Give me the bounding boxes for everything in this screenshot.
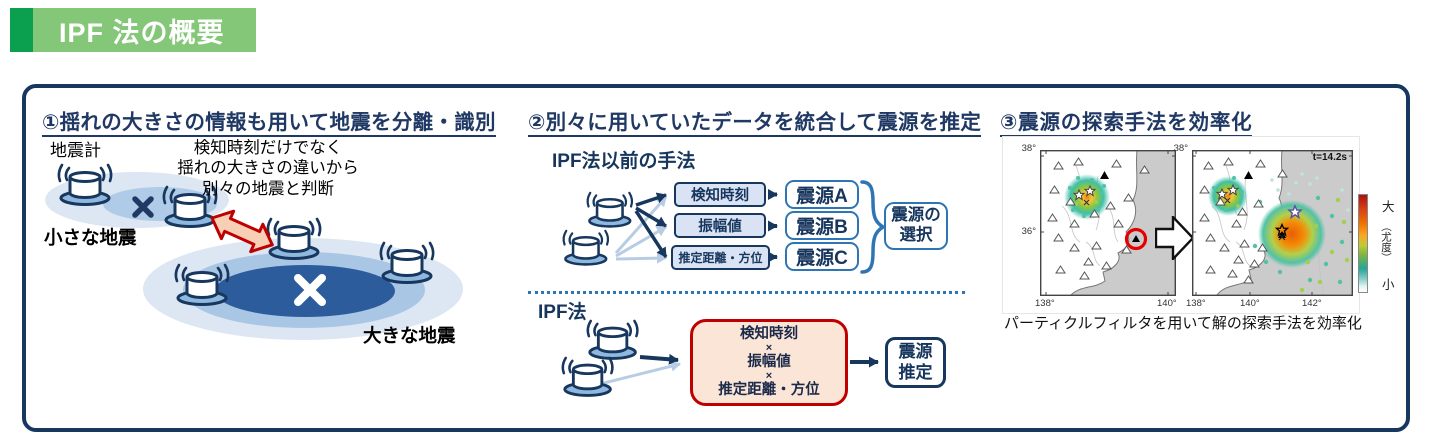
light-arrow (615, 252, 667, 264)
section2-heading: ②別々に用いていたデータを統合して震源を推定 (528, 105, 982, 137)
lon-label: 142° (1302, 298, 1322, 309)
navy-arrow (635, 206, 667, 228)
seismometer-icon (586, 191, 634, 228)
legacy-method-title: IPF法以前の手法 (552, 151, 696, 172)
lat-label: 36° (1021, 226, 1036, 237)
epicenter-x-mark (1224, 197, 1231, 204)
ipf-combined-box: 検知時刻 × 振幅値 × 推定距離・方位 (690, 319, 848, 406)
filled-station-triangle (1132, 235, 1140, 242)
ipf-method-title: IPF法 (538, 302, 587, 323)
particle-dots (1068, 176, 1106, 218)
navy-arrow (635, 192, 667, 207)
transition-arrow (1155, 216, 1195, 260)
colorbar-mid-label: （尤度） (1380, 221, 1392, 263)
particle-cluster (1064, 174, 1110, 220)
selection-box: 震源の 選択 (884, 202, 948, 250)
lat-label: 38° (1021, 143, 1036, 154)
seismometer-icon (561, 356, 614, 397)
epicenter-x-mark (1278, 233, 1286, 241)
large-quake-label: 大きな地震 (363, 325, 456, 346)
small-quake-epicenter-x (132, 196, 154, 218)
compare-double-arrow (210, 209, 274, 254)
input-box-detection-time: 検知時刻 (674, 182, 766, 207)
light-arrow (615, 225, 667, 258)
page-title: IPF 法の概要 (59, 17, 225, 48)
lon-label: 138° (1035, 298, 1055, 309)
selection-bracket (860, 180, 887, 274)
section2-divider (528, 291, 965, 294)
lon-label: 140° (1157, 298, 1177, 309)
section1-illustration (45, 163, 463, 340)
epicenter-x-mark (1083, 199, 1090, 206)
lon-label: 140° (1240, 298, 1260, 309)
navy-arrow (634, 210, 668, 258)
input-box-distance-azimuth: 推定距離・方位 (671, 245, 770, 270)
input-box-amplitude: 振幅値 (674, 213, 766, 238)
legacy-flow-arrows (562, 180, 887, 274)
map-before (1040, 150, 1176, 296)
source-estimation-box: 震源 推定 (885, 337, 946, 388)
likelihood-colorbar (1358, 194, 1368, 293)
output-box-source-c: 震源C (785, 242, 859, 271)
page-title-banner: IPF 法の概要 (33, 8, 256, 52)
ipf-flow-arrows (561, 319, 879, 397)
filled-station-triangle (1278, 231, 1286, 238)
highlight-red-circle (1124, 227, 1148, 251)
colorbar-top-label: 大 (1382, 200, 1395, 214)
particle-dots (1212, 172, 1350, 293)
time-label: t=14.2s (1312, 152, 1347, 163)
filled-station-triangle (1244, 171, 1253, 179)
lat-label: 38° (1173, 143, 1188, 154)
figure-caption: パーティクルフィルタを用いて解の探索手法を効率化 (1004, 315, 1362, 332)
output-box-source-a: 震源A (785, 180, 859, 209)
seismometer-icon (562, 229, 610, 266)
map-after (1192, 150, 1353, 296)
output-box-source-b: 震源B (785, 211, 859, 240)
particle-cluster-large (1258, 200, 1326, 268)
seismometer-icon (586, 319, 639, 360)
seismometer-label: 地震計 (50, 141, 101, 160)
axis-ticks (1040, 150, 1176, 296)
axis-ticks (1192, 150, 1353, 296)
section1-heading: ①揺れの大きさの情報も用いて地震を分離・識別 (42, 105, 496, 137)
banner-accent-square (10, 8, 33, 52)
lon-label: 138° (1186, 298, 1206, 309)
map-frame (1192, 150, 1353, 296)
separation-note: 検知時刻だけでなく 揺れの大きさの違いから 別々の地震と判断 (177, 139, 359, 198)
large-quake-epicenter-x (294, 274, 326, 306)
filled-station-triangle (1100, 171, 1109, 179)
colorbar-bottom-label: 小 (1382, 278, 1395, 292)
small-quake-label: 小さな地震 (44, 227, 137, 248)
light-arrow (591, 360, 681, 388)
section3-heading: ③震源の探索手法を効率化 (1000, 105, 1253, 137)
navy-arrow (639, 353, 679, 365)
